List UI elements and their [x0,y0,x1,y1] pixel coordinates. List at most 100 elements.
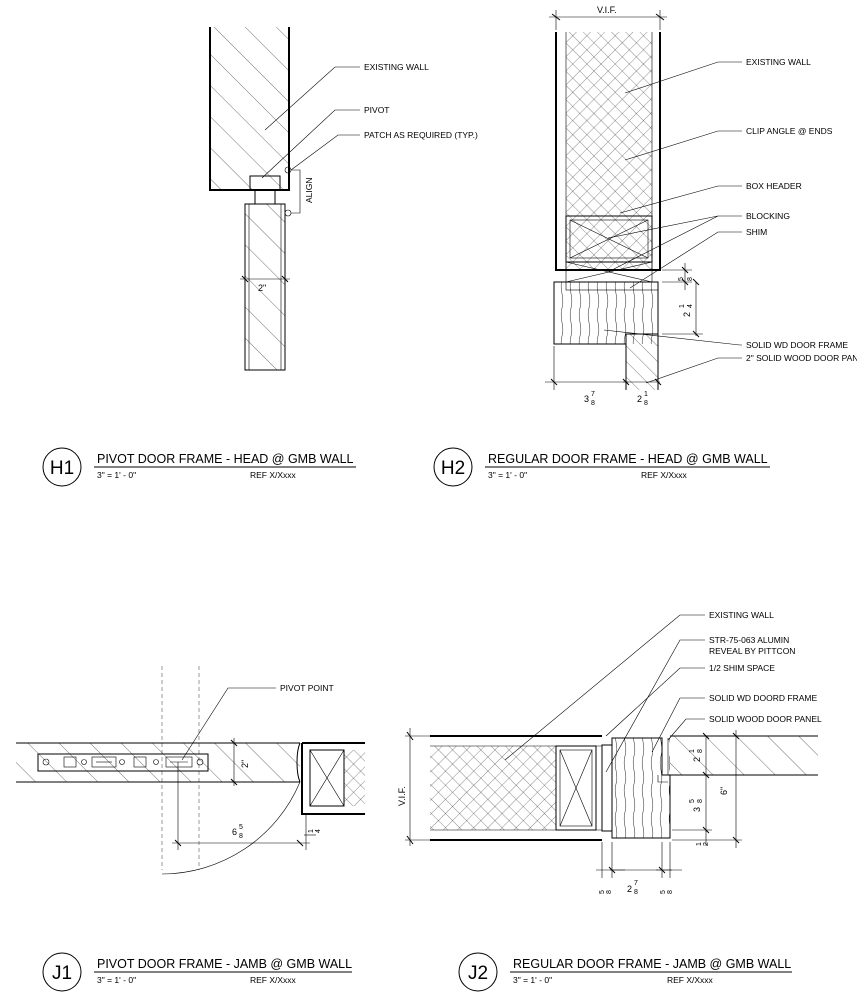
detail-ref: REF X/Xxxx [250,975,297,985]
detail-title: REGULAR DOOR FRAME - HEAD @ GMB WALL [488,452,768,466]
note-existing-wall: EXISTING WALL [364,62,429,72]
dimension-whole: 2 [682,312,692,317]
title-block-h2: H2 REGULAR DOOR FRAME - HEAD @ GMB WALL … [433,447,770,487]
dimension-denominator: 8 [591,400,595,407]
detail-ref: REF X/Xxxx [641,470,688,480]
dimension-2in: 2" [204,738,250,786]
note-door-frame: SOLID WD DOOR FRAME [746,340,848,350]
dimension-denominator: 8 [687,277,694,281]
detail-j2: V.I.F. 5 [397,610,822,896]
detail-bubble-label: H2 [441,458,465,479]
vif-dimension: V.I.F. [549,5,667,30]
dimension-whole: 3 [692,807,702,812]
dimension-denominator: 4 [315,829,322,833]
dimension-numerator: 5 [599,890,606,894]
note-shim: SHIM [746,227,767,237]
detail-bubble [42,447,82,487]
note-door-panel: SOLID WOOD DOOR PANEL [709,714,822,724]
dimension-denominator: 8 [667,890,674,894]
dimension-numerator: 1 [679,304,686,308]
pivot-spindle [254,189,276,205]
door-panel-plan [16,742,301,783]
detail-title: PIVOT DOOR FRAME - JAMB @ GMB WALL [97,957,352,971]
dimension-numerator: 1 [308,829,315,833]
dimension-2-1-4: 2 1 4 [662,278,703,338]
vif-dimension: V.I.F. [397,728,430,846]
detail-title: PIVOT DOOR FRAME - HEAD @ GMB WALL [97,452,354,466]
shim-blocking [565,261,653,283]
dimension-2-7-8: 2 7 8 [608,842,672,896]
dimension-2in: 2" [240,275,290,293]
dimension-denominator: 4 [687,304,694,308]
note-existing-wall: EXISTING WALL [746,57,811,67]
note-door-panel: 2" SOLID WOOD DOOR PANEL [746,353,857,363]
detail-scale: 3" = 1' - 0" [513,975,552,985]
dimension-numerator: 5 [660,890,667,894]
dimension-numerator: 5 [239,824,243,831]
detail-h2: V.I.F. [545,5,857,407]
detail-scale: 3" = 1' - 0" [488,470,527,480]
dimension-numerator: 7 [634,880,638,887]
title-block-j1: J1 PIVOT DOOR FRAME - JAMB @ GMB WALL 3"… [42,952,352,992]
dimension-3-5-8: 3 5 8 [672,775,712,834]
title-block-j2: J2 REGULAR DOOR FRAME - JAMB @ GMB WALL … [458,952,792,992]
dimension-denominator: 8 [634,889,638,896]
alumin-reveal [601,744,613,832]
detail-bubble [433,447,473,487]
dimension-numerator: 1 [696,842,703,846]
existing-wall-plan [430,735,602,841]
detail-bubble [458,952,498,992]
dimension-2-1-8: 2 1 8 [623,378,662,407]
dimension-2-1-8: 2 1 8 [672,732,712,779]
door-panel-section [625,334,659,390]
dimension-numerator: 5 [678,277,685,281]
door-swing-arc [161,781,301,875]
detail-scale: 3" = 1' - 0" [97,470,136,480]
detail-title: REGULAR DOOR FRAME - JAMB @ GMB WALL [513,957,791,971]
vif-label: V.I.F. [397,786,407,806]
dimension-denominator: 8 [239,833,243,840]
dimension-denominator: 8 [606,890,613,894]
dimension-6-5-8: 6 5 8 [172,762,310,850]
note-door-frame: SOLID WD DOORD FRAME [709,693,817,703]
detail-j1: 2" 6 5 8 1 4 PIVOT POINT [16,666,365,875]
detail-ref: REF X/Xxxx [667,975,714,985]
note-alumin-reveal-2: REVEAL BY PITTCON [709,646,795,656]
dimension-whole: 2 [627,884,632,894]
vif-label: V.I.F. [597,5,617,15]
detail-bubble-label: H1 [50,458,74,479]
box-header-plan [555,745,597,831]
note-alumin-reveal-1: STR-75-063 ALUMIN [709,635,789,645]
note-pivot: PIVOT [364,105,390,115]
align-label: ALIGN [304,177,314,203]
pivot-hardware-strip [37,753,209,772]
dimension-whole: 2 [692,757,702,762]
note-pivot-point: PIVOT POINT [280,683,334,693]
dimension-label: 6" [719,787,729,795]
align-bracket: ALIGN [284,166,314,217]
dimension-denominator: 8 [697,749,704,753]
detail-bubble-label: J1 [52,963,72,984]
dimension-numerator: 1 [644,391,648,398]
note-existing-wall: EXISTING WALL [709,610,774,620]
dimension-5-8: 5 8 [662,263,694,290]
dimension-whole: 2 [637,394,642,404]
dimension-1-4: 1 4 [304,814,322,850]
existing-wall-section [209,27,290,191]
title-block-h1: H1 PIVOT DOOR FRAME - HEAD @ GMB WALL 3"… [42,447,356,487]
note-shim-space: 1/2 SHIM SPACE [709,663,775,673]
door-frame-plan [611,737,671,839]
door-panel-section [244,203,286,371]
dimension-whole: 3 [584,394,589,404]
dimension-denominator: 2 [703,842,710,846]
dimension-3-7-8: 3 7 8 [545,346,630,407]
note-box-header: BOX HEADER [746,181,802,191]
dimension-numerator: 7 [591,391,595,398]
dimension-whole: 6 [232,827,237,837]
detail-bubble [42,952,82,992]
dimension-label: 2" [240,760,250,768]
note-patch: PATCH AS REQUIRED (TYP.) [364,130,478,140]
dimension-denominator: 8 [644,400,648,407]
box-header-plan [301,742,365,815]
